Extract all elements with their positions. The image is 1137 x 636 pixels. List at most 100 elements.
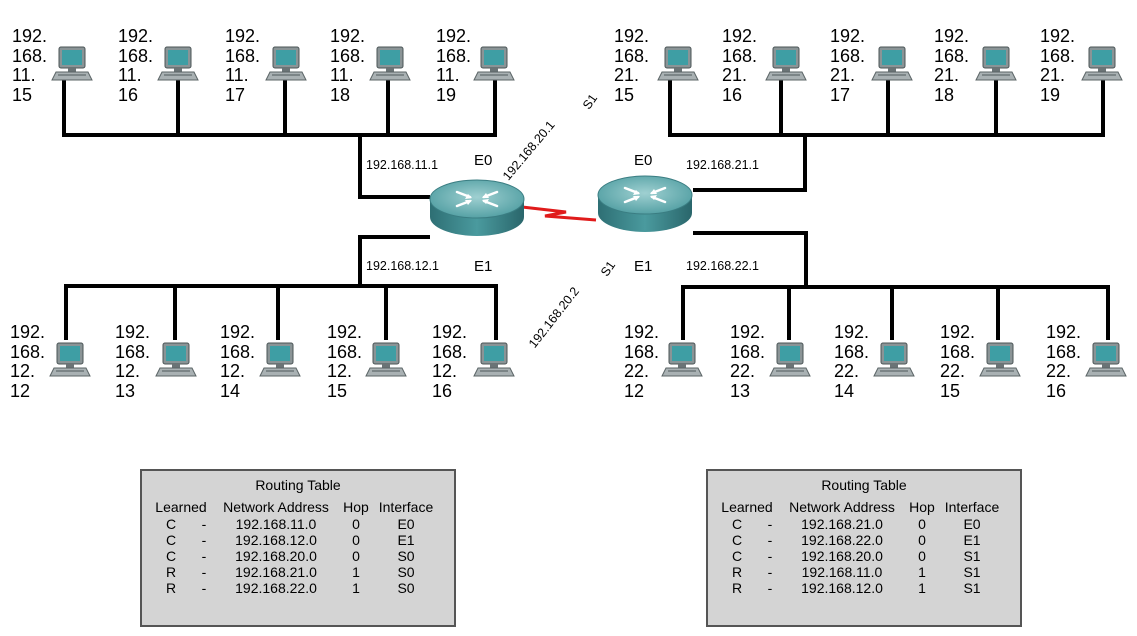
routing-table-title: Routing Table: [821, 477, 907, 493]
host-label: 192. 168. 22. 14: [834, 322, 870, 401]
table-cell: 192.168.11.0: [235, 516, 317, 532]
column-header: Interface: [944, 498, 1000, 515]
routing-table-title: Routing Table: [255, 477, 341, 493]
desktop-computer-icon: [657, 46, 699, 81]
left-e0-ip: 192.168.11.1: [366, 158, 439, 172]
left-e1-label: E1: [474, 258, 493, 275]
table-cell: 1: [918, 580, 926, 596]
table-cell: 192.168.20.0: [801, 548, 883, 564]
table-cell: C: [731, 532, 743, 548]
left-e0-label: E0: [474, 152, 493, 169]
table-cell: 0: [352, 532, 360, 548]
desktop-computer-icon: [979, 342, 1021, 377]
table-cell: E1: [963, 532, 981, 548]
router-icon: [596, 174, 694, 234]
host-label: 192. 168. 22. 13: [730, 322, 766, 401]
table-cell: -: [201, 532, 207, 548]
desktop-computer-icon: [365, 342, 407, 377]
host-label: 192. 168. 11. 16: [118, 26, 154, 105]
desktop-computer-icon: [265, 46, 307, 81]
table-cell: E0: [963, 516, 981, 532]
table-row: C - 192.168.20.0 0 S1: [714, 548, 1004, 564]
host-label: 192. 168. 11. 18: [330, 26, 366, 105]
right-e1-label: E1: [634, 258, 653, 275]
desktop-computer-icon: [473, 46, 515, 81]
table-cell: 192.168.21.0: [801, 516, 883, 532]
routing-table-right: Routing Table Learned Network Address Ho…: [706, 469, 1022, 627]
table-row: R - 192.168.11.0 1 S1: [714, 564, 1004, 580]
host-label: 192. 168. 11. 15: [12, 26, 48, 105]
table-cell: -: [201, 564, 207, 580]
host-label: 192. 168. 11. 17: [225, 26, 261, 105]
table-row: R - 192.168.21.0 1 S0: [148, 564, 438, 580]
table-cell: -: [767, 532, 773, 548]
desktop-computer-icon: [369, 46, 411, 81]
table-row: R - 192.168.12.0 1 S1: [714, 580, 1004, 596]
table-cell: S0: [397, 564, 415, 580]
table-cell: 1: [918, 564, 926, 580]
desktop-computer-icon: [155, 342, 197, 377]
table-cell: 0: [352, 516, 360, 532]
host-label: 192. 168. 21. 15: [614, 26, 650, 105]
column-header: Hop: [909, 498, 935, 515]
desktop-computer-icon: [871, 46, 913, 81]
table-cell: 192.168.11.0: [801, 564, 883, 580]
desktop-computer-icon: [1085, 342, 1127, 377]
host-label: 192. 168. 21. 19: [1040, 26, 1076, 105]
table-cell: -: [201, 580, 207, 596]
table-row: C - 192.168.11.0 0 E0: [148, 516, 438, 532]
table-row: C - 192.168.22.0 0 E1: [714, 532, 1004, 548]
column-header: Hop: [343, 498, 369, 515]
right-e0-ip: 192.168.21.1: [686, 158, 759, 172]
host-label: 192. 168. 12. 14: [220, 322, 256, 401]
table-cell: 0: [918, 548, 926, 564]
table-cell: 0: [352, 548, 360, 564]
table-cell: -: [767, 516, 773, 532]
host-label: 192. 168. 22. 16: [1046, 322, 1082, 401]
ethernet-wires: [62, 78, 1110, 340]
table-cell: -: [767, 564, 773, 580]
table-cell: -: [201, 548, 207, 564]
serial-link: [521, 205, 597, 222]
host-label: 192. 168. 11. 19: [436, 26, 472, 105]
table-cell: 192.168.12.0: [801, 580, 883, 596]
table-cell: R: [165, 564, 177, 580]
desktop-computer-icon: [769, 342, 811, 377]
host-label: 192. 168. 21. 17: [830, 26, 866, 105]
table-cell: -: [201, 516, 207, 532]
desktop-computer-icon: [1081, 46, 1123, 81]
column-header: Learned: [721, 498, 773, 515]
right-e1-ip: 192.168.22.1: [686, 259, 759, 273]
table-cell: 192.168.22.0: [801, 532, 883, 548]
table-cell: S1: [963, 580, 981, 596]
desktop-computer-icon: [873, 342, 915, 377]
router-icon: [428, 178, 526, 238]
left-e1-ip: 192.168.12.1: [366, 259, 439, 273]
column-header: Network Address: [789, 498, 895, 515]
table-cell: S0: [397, 580, 415, 596]
table-cell: -: [767, 548, 773, 564]
desktop-computer-icon: [157, 46, 199, 81]
table-cell: 192.168.21.0: [235, 564, 317, 580]
desktop-computer-icon: [49, 342, 91, 377]
table-cell: 0: [918, 532, 926, 548]
table-row: C - 192.168.21.0 0 E0: [714, 516, 1004, 532]
host-label: 192. 168. 12. 13: [115, 322, 151, 401]
table-cell: C: [731, 516, 743, 532]
right-e0-label: E0: [634, 152, 653, 169]
table-row: C - 192.168.12.0 0 E1: [148, 532, 438, 548]
host-label: 192. 168. 21. 16: [722, 26, 758, 105]
table-cell: 192.168.12.0: [235, 532, 317, 548]
table-cell: S1: [963, 548, 981, 564]
table-cell: C: [165, 532, 177, 548]
host-label: 192. 168. 12. 12: [10, 322, 46, 401]
column-header: Network Address: [223, 498, 329, 515]
table-cell: C: [165, 516, 177, 532]
table-cell: C: [731, 548, 743, 564]
table-cell: S0: [397, 548, 415, 564]
table-row: R - 192.168.22.0 1 S0: [148, 580, 438, 596]
table-cell: E0: [397, 516, 415, 532]
table-header-row: Learned Network Address Hop Interface: [148, 497, 438, 516]
table-row: C - 192.168.20.0 0 S0: [148, 548, 438, 564]
table-cell: 192.168.20.0: [235, 548, 317, 564]
